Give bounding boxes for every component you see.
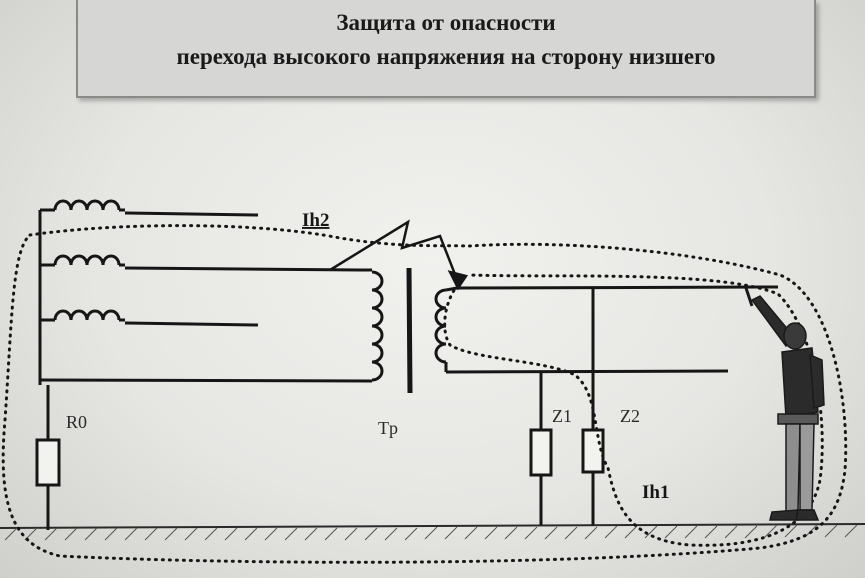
ground-line	[0, 523, 865, 541]
person-figure	[744, 287, 825, 521]
breakdown-arrow	[329, 219, 469, 291]
label-ih2: Ih2	[302, 210, 329, 231]
title-line-2: перехода высокого напряжения на сторону …	[176, 44, 716, 69]
fault-current-path-ih1	[443, 273, 824, 547]
label-r0: R0	[66, 412, 87, 432]
transformer-tp	[370, 267, 458, 394]
title-box: Защита от опасности перехода высокого на…	[76, 0, 816, 98]
title-line-1: Защита от опасности	[336, 10, 556, 35]
resistor-r0	[35, 385, 61, 530]
label-tp: Tp	[378, 418, 398, 438]
impedance-z1	[529, 428, 553, 525]
impedance-z2	[581, 428, 605, 525]
label-ih1: Ih1	[642, 482, 669, 503]
hv-generator-windings	[38, 199, 373, 385]
lv-network	[445, 285, 779, 430]
label-z2: Z2	[620, 406, 640, 426]
label-z1: Z1	[552, 406, 572, 426]
fault-current-loop-ih2	[1, 224, 848, 564]
